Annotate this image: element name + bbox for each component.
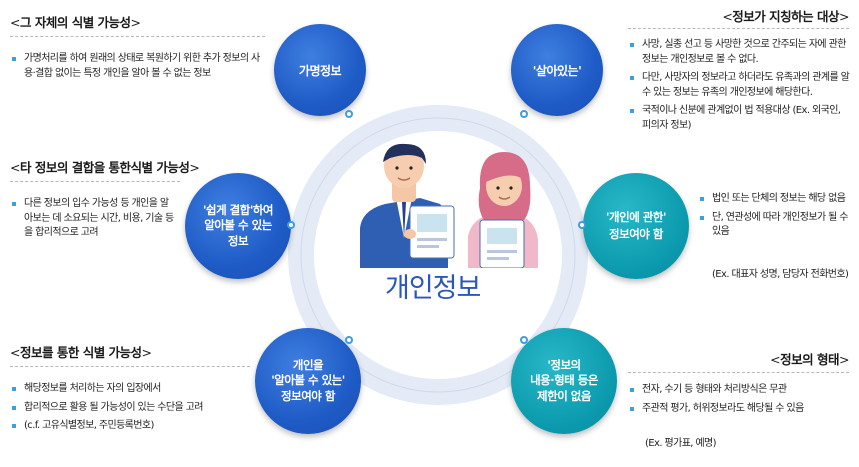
node-identifiable-connector-dot: [345, 336, 353, 344]
section-individual-example: (Ex. 대표자 성명, 담당자 전화번호): [712, 269, 849, 280]
section-form-title-text: 정보의 형태: [780, 352, 840, 367]
section-self-id-title-text: 그 자체의 식별 가능성: [19, 15, 131, 30]
node-form-line1: '정보의: [547, 357, 581, 372]
node-about-individual-line1: '개인에 관한': [606, 210, 666, 225]
node-easily-combined-line3: 정보: [227, 233, 249, 248]
node-easily-combined-connector-dot: [287, 221, 295, 229]
node-alive: '살아있는': [511, 24, 603, 116]
section-target-list: 사망, 실종 선고 등 사망한 것으로 간주되는 자에 관한 정보는 개인정보로…: [628, 38, 850, 137]
node-about-individual: '개인에 관한' 정보여야 함: [583, 173, 689, 279]
list-item: 국적이나 신분에 관계없이 법 적용대상 (Ex. 외국인, 피의자 정보): [628, 104, 850, 133]
section-combine-id-divider: [10, 181, 180, 182]
section-target-title-text: 정보가 지칭하는 대상: [732, 9, 840, 24]
node-form-connector-dot: [520, 336, 528, 344]
section-form-divider: [628, 372, 849, 373]
section-individual-list: 법인 또는 단체의 정보는 해당 없음 단, 연관성에 따라 개인정보가 될 수…: [698, 192, 853, 244]
section-target-title: <정보가 지칭하는 대상>: [722, 9, 849, 24]
list-item: 합리적으로 활용 될 가능성이 있는 수단을 고려: [10, 401, 250, 416]
center-title: 개인정보: [385, 273, 481, 304]
section-info-id-list: 해당정보를 처리하는 자의 입장에서 합리적으로 활용 될 가능성이 있는 수단…: [10, 382, 250, 438]
node-pseudonym-label: 가명정보: [298, 63, 342, 78]
node-identifiable: 개인을 '알아볼 수 있는' 정보여야 함: [255, 328, 361, 434]
node-pseudonym: 가명정보: [274, 24, 366, 116]
section-form-title: <정보의 형태>: [770, 352, 849, 367]
section-combine-id-title: <타 정보의 결합을 통한식별 가능성>: [10, 160, 200, 175]
section-info-id-title: <정보를 통한 식별 가능성>: [10, 345, 152, 360]
node-pseudonym-connector-dot: [345, 110, 353, 118]
node-about-individual-connector-dot: [578, 221, 586, 229]
section-info-id-divider: [10, 366, 250, 367]
section-self-id-title: <그 자체의 식별 가능성>: [10, 15, 141, 30]
node-identifiable-line3: 정보여야 함: [281, 388, 335, 403]
section-target-divider: [628, 28, 849, 29]
list-item: 다만, 사망자의 정보라고 하더라도 유족과의 관계를 알 수 있는 정보는 유…: [628, 71, 850, 100]
section-info-id-title-text: 정보를 통한 식별 가능성: [19, 345, 142, 360]
section-form-list: 전자, 수기 등 형태와 처리방식은 무관 주관적 평가, 허위정보라도 해당될…: [628, 383, 853, 420]
list-item: 가명처리를 하여 원래의 상태로 복원하기 위한 추가 정보의 사용·결합 없이…: [10, 52, 265, 81]
node-easily-combined-line1: '쉽게 결합'하여: [202, 202, 274, 217]
node-form-line2: 내용·형태 등은: [530, 373, 598, 388]
section-form-example: (Ex. 평가표, 예명): [645, 438, 717, 449]
node-about-individual-line2: 정보여야 함: [609, 227, 663, 241]
section-self-id-divider: [10, 36, 265, 37]
two-people-holding-documents-illustration: [360, 143, 538, 268]
node-easily-combined-line2: 알아볼 수 있는: [204, 218, 272, 233]
section-self-id-list: 가명처리를 하여 원래의 상태로 복원하기 위한 추가 정보의 사용·결합 없이…: [10, 52, 265, 85]
section-combine-id-title-text: 타 정보의 결합을 통한식별 가능성: [19, 160, 190, 175]
node-easily-combined: '쉽게 결합'하여 알아볼 수 있는 정보: [185, 173, 291, 279]
list-item: 주관적 평가, 허위정보라도 해당될 수 있음: [628, 402, 853, 417]
section-combine-id-list: 다른 정보의 입수 가능성 등 개인을 알아보는 데 소요되는 시간, 비용, …: [10, 197, 175, 245]
node-identifiable-line1: 개인을: [292, 357, 324, 372]
node-form-line3: 제한이 없음: [537, 388, 591, 403]
list-item: 사망, 실종 선고 등 사망한 것으로 간주되는 자에 관한 정보는 개인정보로…: [628, 38, 850, 67]
list-item: (c.f. 고유식별정보, 주민등록번호): [10, 419, 250, 434]
list-item: 전자, 수기 등 형태와 처리방식은 무관: [628, 383, 853, 398]
list-item: 다른 정보의 입수 가능성 등 개인을 알아보는 데 소요되는 시간, 비용, …: [10, 197, 175, 241]
list-item: 해당정보를 처리하는 자의 입장에서: [10, 382, 250, 397]
node-alive-label: '살아있는': [532, 63, 582, 78]
list-item: 단, 연관성에 따라 개인정보가 될 수 있음: [698, 211, 853, 240]
node-form: '정보의 내용·형태 등은 제한이 없음: [511, 328, 617, 434]
node-identifiable-line2: '알아볼 수 있는': [271, 373, 345, 388]
node-alive-connector-dot: [520, 110, 528, 118]
list-item: 법인 또는 단체의 정보는 해당 없음: [698, 192, 853, 207]
